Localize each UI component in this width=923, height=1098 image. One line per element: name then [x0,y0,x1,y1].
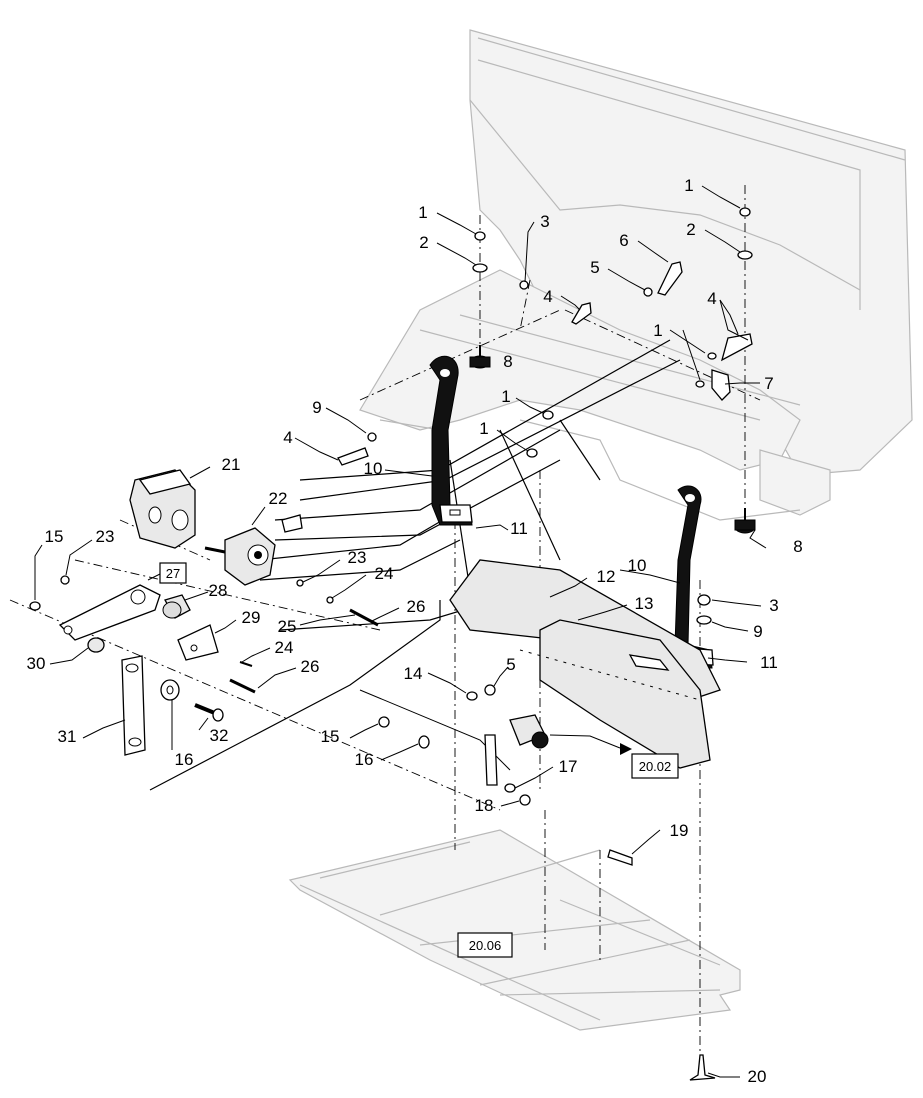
callout-9: 9 [312,398,321,417]
ref-box-27[interactable]: 27 [159,562,187,584]
callout-32: 32 [210,726,229,745]
callout-1: 1 [479,419,488,438]
callout-labels: 1 2 3 6 5 4 1 2 4 1 7 8 1 1 9 4 10 11 21… [27,176,803,1086]
callout-22: 22 [269,489,288,508]
part-bracket-left [429,355,473,526]
callout-26: 26 [407,597,426,616]
callout-23: 23 [348,548,367,567]
part-cover-12 [449,559,721,769]
ref-label-20-06: 20.06 [469,938,502,953]
callout-16: 16 [175,750,194,769]
callout-2: 2 [419,233,428,252]
ref-label-27: 27 [166,566,180,581]
callout-15: 15 [45,527,64,546]
callout-3: 3 [540,212,549,231]
callout-9: 9 [753,622,762,641]
callout-28: 28 [209,581,228,600]
callout-17: 17 [559,757,578,776]
callout-4: 4 [283,428,292,447]
callout-30: 30 [27,654,46,673]
callout-4: 4 [707,289,716,308]
part-rubber-mount-upper [469,345,491,369]
ghost-machine-body [359,29,913,521]
callout-7: 7 [764,374,773,393]
callout-11: 11 [760,653,778,672]
ref-label-20-02: 20.02 [639,759,672,774]
callout-10: 10 [628,556,647,575]
callout-3: 3 [769,596,778,615]
callout-1: 1 [418,203,427,222]
callout-10: 10 [364,459,383,478]
ghost-lower-frame [288,829,741,1031]
leader-lines [34,185,767,1078]
callout-1: 1 [653,321,662,340]
callout-21: 21 [222,455,241,474]
callout-15: 15 [321,727,340,746]
hardware-fasteners [29,207,753,1081]
part-sensor-assembly [359,689,549,786]
callout-20: 20 [748,1067,767,1086]
callout-23: 23 [96,527,115,546]
callout-14: 14 [404,664,423,683]
callout-4: 4 [543,287,552,306]
callout-1: 1 [501,387,510,406]
part-link-31 [121,655,146,756]
callout-13: 13 [635,594,654,613]
callout-5: 5 [590,258,599,277]
callout-16: 16 [355,750,374,769]
ref-arrow-20-02 [620,743,632,755]
callout-8: 8 [793,537,802,556]
part-bushing-30 [87,637,105,653]
part-washer-16 [160,679,180,701]
part-plate-29 [177,624,219,661]
callout-24: 24 [375,564,394,583]
callout-29: 29 [242,608,261,627]
callout-19: 19 [670,821,689,840]
callout-11: 11 [510,519,528,538]
callout-5: 5 [506,655,515,674]
callout-25: 25 [278,617,297,636]
part-lever-arm [58,584,191,641]
callout-18: 18 [475,796,494,815]
callout-2: 2 [686,220,695,239]
part-bolt-32 [194,703,224,722]
ref-box-20-02[interactable]: 20.02 [631,753,679,779]
part-solenoid-21 [129,469,196,549]
callout-1: 1 [684,176,693,195]
ref-box-20-06[interactable]: 20.06 [457,932,513,958]
callout-8: 8 [503,352,512,371]
callout-6: 6 [619,231,628,250]
part-rubber-mount-lower [734,508,756,534]
part-actuator-22 [204,514,303,586]
callout-26: 26 [301,657,320,676]
callout-24: 24 [275,638,294,657]
callout-31: 31 [58,727,77,746]
callout-12: 12 [597,567,616,586]
